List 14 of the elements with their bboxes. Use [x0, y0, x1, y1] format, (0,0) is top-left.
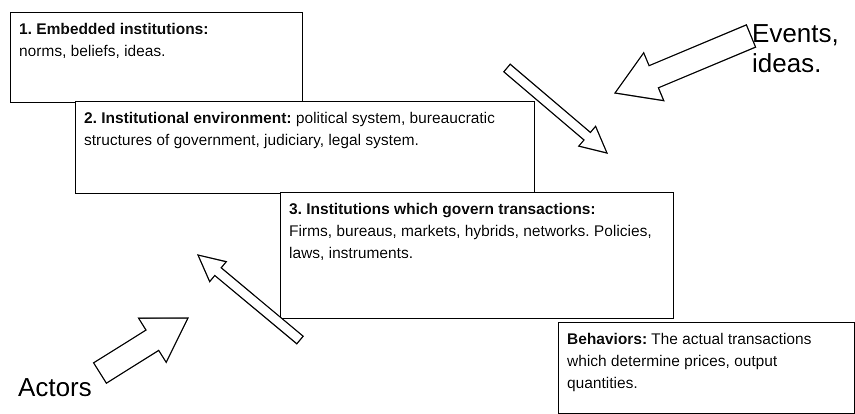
box-heading: 1. Embedded institutions: [19, 20, 210, 40]
free-text-label: Events, ideas. [752, 18, 842, 78]
block-arrow [92, 317, 190, 384]
text-box [10, 12, 303, 103]
box-text: 2. Institutional environment: political system, bureaucratic structures of government, judiciary, legal system. [84, 109, 496, 151]
text-box [75, 101, 535, 194]
text-box [558, 322, 855, 414]
box-text: Firms, bureaus, markets, hybrids, networks. Policies, laws, instruments. [289, 222, 653, 264]
block-arrow [614, 24, 756, 102]
box-text: Behaviors: The actual transactions which determine prices, output quantities. [567, 330, 812, 394]
box-text: norms, beliefs, ideas. [19, 42, 166, 62]
free-text-label: Actors [18, 372, 118, 402]
text-box [280, 192, 674, 319]
box-heading: 3. Institutions which govern transactions: [289, 200, 597, 220]
